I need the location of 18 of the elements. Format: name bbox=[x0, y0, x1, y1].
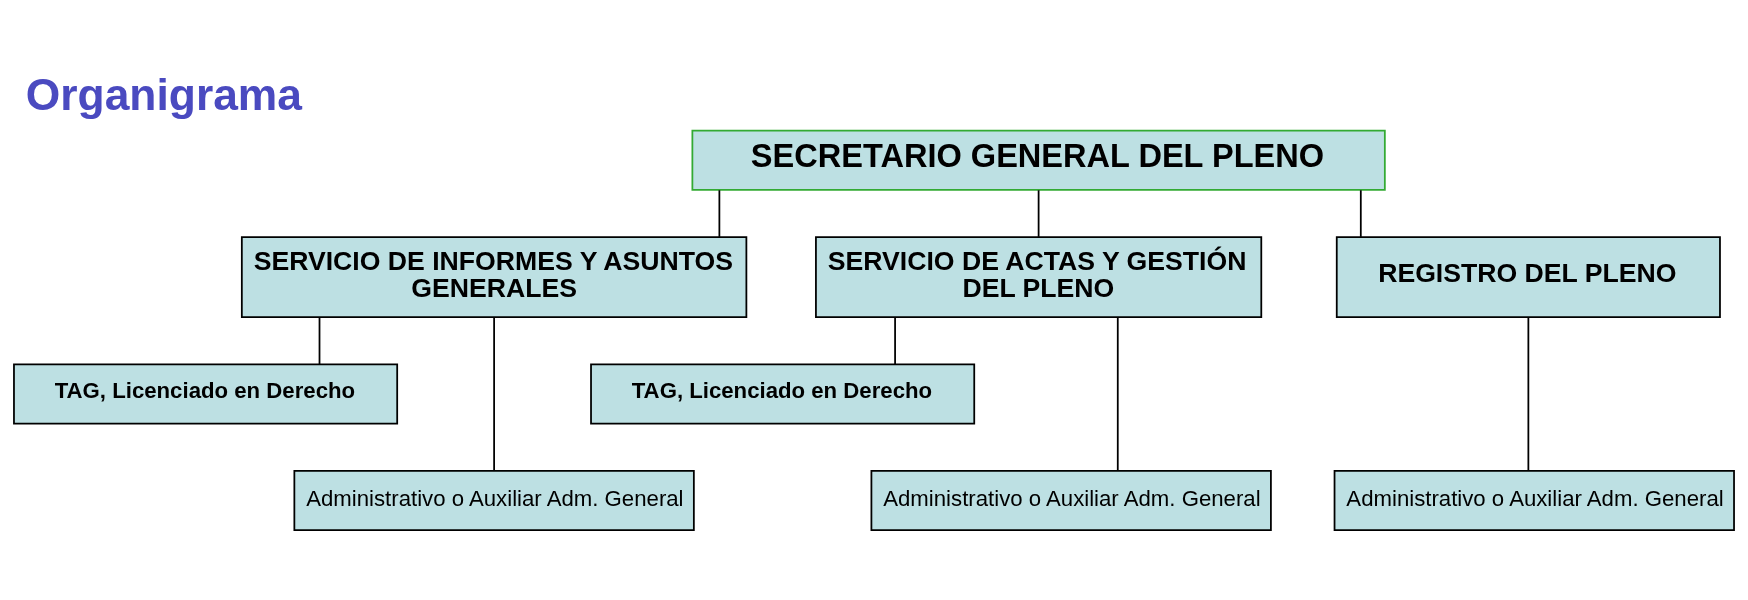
connector bbox=[1527, 316, 1530, 472]
connector bbox=[1037, 189, 1040, 238]
connector bbox=[718, 189, 721, 238]
node-box: REGISTRO DEL PLENO bbox=[1335, 236, 1721, 318]
node-box: TAG, Licenciado en Derecho bbox=[590, 363, 976, 425]
node-box: SERVICIO DE INFORMES Y ASUNTOS GENERALES bbox=[240, 236, 748, 318]
node-box: Administrativo o Auxiliar Adm. General bbox=[293, 470, 695, 531]
node-box: SERVICIO DE ACTAS Y GESTIÓN DEL PLENO bbox=[815, 236, 1263, 318]
connector bbox=[1359, 189, 1362, 238]
node-box: Administrativo o Auxiliar Adm. General bbox=[870, 470, 1272, 531]
node-box: SECRETARIO GENERAL DEL PLENO bbox=[691, 129, 1386, 191]
connector bbox=[318, 316, 321, 365]
diagram-title: Organigrama bbox=[25, 69, 303, 119]
node-box: TAG, Licenciado en Derecho bbox=[13, 363, 399, 425]
node-box: Administrativo o Auxiliar Adm. General bbox=[1333, 470, 1735, 531]
connector bbox=[1116, 316, 1119, 472]
connector bbox=[493, 316, 495, 472]
connector bbox=[894, 316, 896, 365]
